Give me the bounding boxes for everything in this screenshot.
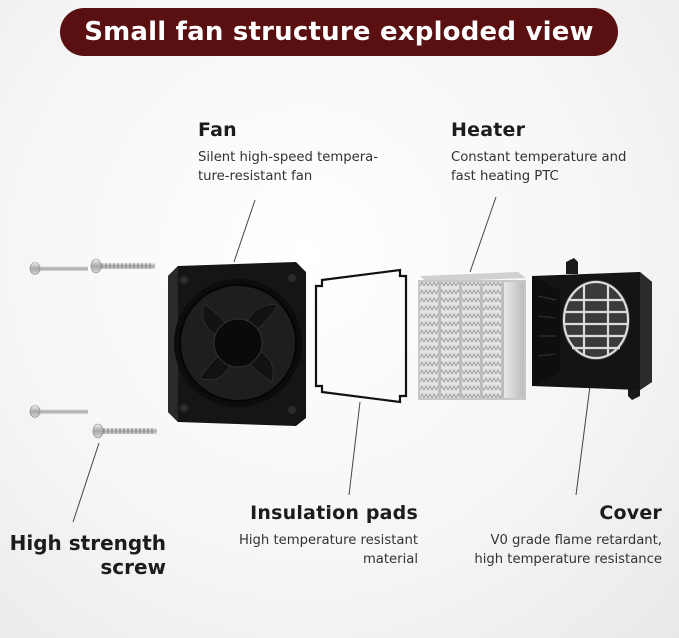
insulation-title: Insulation pads <box>250 502 418 524</box>
fan-title: Fan <box>198 119 237 141</box>
leader-lines <box>72 196 591 523</box>
insulation-pad-icon <box>314 268 408 404</box>
screw-title-line1: High strength <box>9 531 166 555</box>
heater-description: Constant temperature and fast heating PT… <box>451 150 627 184</box>
heater-title: Heater <box>451 119 526 141</box>
fan-leader-line <box>233 199 256 263</box>
page-title: Small fan structure exploded view <box>84 17 594 47</box>
fan-label: Fan Silent high-speed tempera- ture-resi… <box>198 118 438 186</box>
fan-description: Silent high-speed tempera- ture-resistan… <box>198 150 378 184</box>
screw-label: High strength screw <box>6 531 166 579</box>
screw-icon <box>29 258 157 439</box>
screw-top-right <box>90 258 155 274</box>
screw-bottom-right <box>92 423 157 439</box>
screw-top-left <box>29 262 88 275</box>
cover-description: V0 grade flame retardant, high temperatu… <box>474 533 662 567</box>
screw-leader-line <box>72 442 100 523</box>
screw-title-line2: screw <box>100 555 166 579</box>
insulation-description: High temperature resistant material <box>238 533 418 567</box>
cover-title: Cover <box>599 502 662 524</box>
heater-icon <box>418 272 526 400</box>
insulation-leader-line <box>348 401 361 496</box>
title-banner: Small fan structure exploded view <box>60 8 618 56</box>
heater-label: Heater Constant temperature and fast hea… <box>451 118 676 186</box>
fan-icon <box>168 262 306 426</box>
cover-icon <box>532 258 652 400</box>
heater-leader-line <box>469 196 497 273</box>
insulation-label: Insulation pads High temperature resista… <box>196 501 418 569</box>
screw-bottom-left <box>29 405 88 418</box>
cover-label: Cover V0 grade flame retardant, high tem… <box>430 501 662 569</box>
cover-leader-line <box>575 385 591 496</box>
